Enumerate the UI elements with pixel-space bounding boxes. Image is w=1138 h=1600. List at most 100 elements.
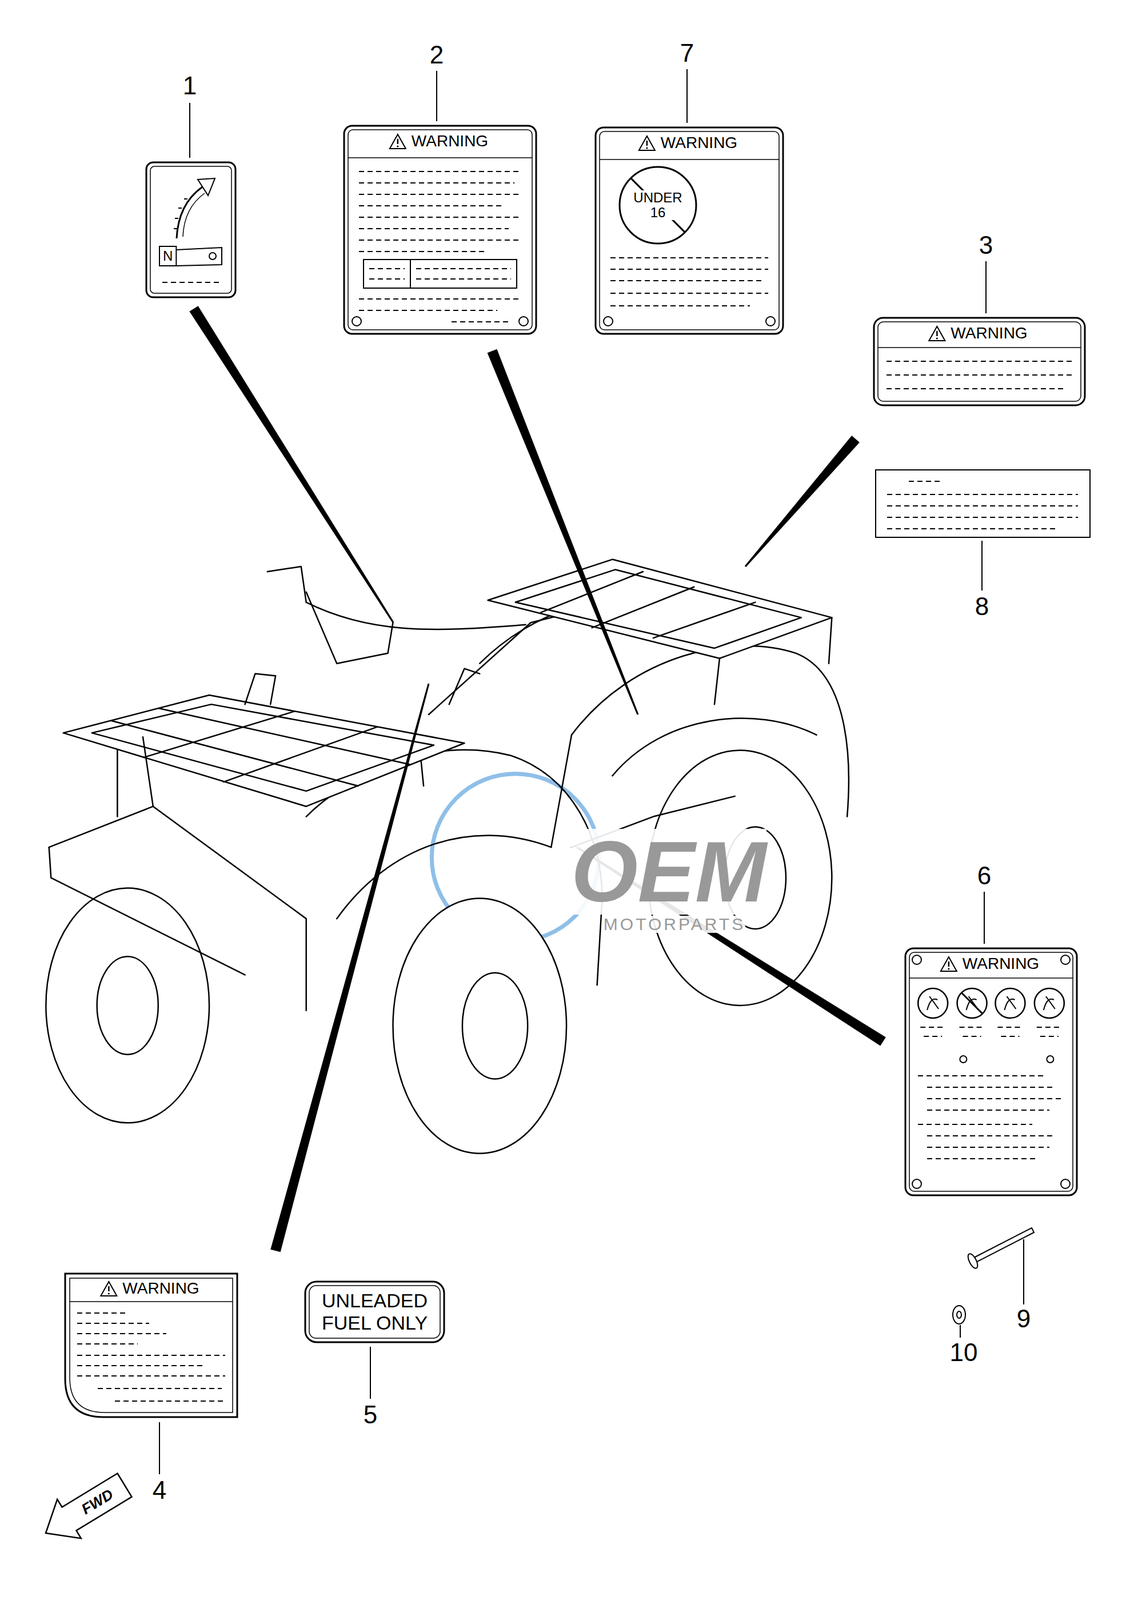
drawing-stroke [178, 207, 182, 209]
drawing-stroke [917, 1075, 1044, 1077]
drawing-stroke [927, 1109, 1050, 1111]
label-outline [145, 161, 237, 299]
drawing-stroke [905, 948, 1077, 1196]
drawing-stroke [77, 1332, 167, 1335]
callout-line [985, 261, 987, 314]
drawing-stroke [995, 988, 1025, 1018]
drawing-stroke [599, 158, 780, 161]
callout-number: 10 [949, 1339, 978, 1365]
drawing-stroke [887, 493, 1078, 495]
drawing-stroke [912, 1179, 922, 1189]
drawing-stroke [540, 571, 756, 638]
drawing-stroke [959, 1026, 985, 1028]
drawing-stroke [927, 1086, 1056, 1088]
drawing-stroke [358, 250, 486, 253]
label-text: UNLEADED FUEL ONLY [313, 1289, 437, 1335]
drawing-stroke [886, 374, 1073, 376]
drawing-stroke [358, 182, 515, 184]
drawing-stroke [92, 704, 434, 792]
drawing-stroke [69, 1278, 233, 1413]
drawing-stroke [917, 988, 948, 1018]
drawing-stroke [1043, 996, 1056, 1010]
drawing-stroke [146, 162, 236, 298]
drawing-stroke [973, 1227, 1034, 1263]
drawing-stroke [358, 298, 522, 300]
callout-number: 2 [429, 42, 444, 68]
warning-heading: WARNING [950, 324, 1028, 343]
callout-number: 6 [977, 863, 992, 889]
leader-lines [45, 69, 1090, 1539]
drawing-stroke [348, 157, 533, 159]
drawing-stroke [927, 996, 939, 1010]
drawing-stroke [595, 127, 784, 334]
drawing-stroke [610, 280, 762, 282]
drawing-stroke [488, 559, 833, 659]
drawing-stroke [927, 1135, 1056, 1137]
drawing-stroke [69, 1300, 233, 1303]
callout-number: 1 [182, 73, 197, 99]
leader-wedge [189, 305, 394, 624]
callout-line [369, 1346, 371, 1399]
drawing-stroke [49, 806, 307, 1011]
drawing-stroke [65, 1273, 238, 1417]
drawing-stroke [610, 305, 750, 307]
label-outline [594, 126, 785, 335]
drawing-stroke [396, 145, 399, 147]
drawing-stroke [358, 216, 522, 218]
drawing-stroke [619, 166, 697, 244]
forward-arrow [45, 1473, 133, 1539]
drawing-stroke [518, 316, 529, 326]
drawing-stroke [1000, 1035, 1020, 1037]
drawing-stroke [63, 695, 465, 807]
drawing-stroke [449, 668, 481, 705]
drawing-stroke [358, 228, 509, 230]
drawing-stroke [940, 956, 957, 972]
drawing-stroke [77, 1343, 138, 1345]
drawing-stroke [77, 1312, 127, 1314]
drawing-stroke [416, 268, 511, 270]
drawing-stroke [358, 193, 522, 195]
drawing-stroke [305, 1281, 445, 1343]
label-outline [904, 947, 1078, 1197]
watermark: OEM [571, 828, 767, 915]
warning-label: WARNINGUNDER 16 [594, 126, 785, 335]
callout-number: 5 [363, 1402, 378, 1428]
drawing-stroke [176, 247, 222, 266]
drawing-stroke [305, 1281, 445, 1343]
age-warning-circle: UNDER 16 [617, 165, 698, 246]
drawing-stroke [45, 888, 210, 1124]
warning-label: WARNING [904, 947, 1078, 1197]
drawing-stroke [936, 330, 938, 337]
drawing-stroke [358, 170, 522, 173]
drawing-stroke [397, 138, 399, 145]
drawing-stroke [363, 259, 517, 289]
drawing-stroke [599, 131, 780, 330]
rivet [965, 1227, 1034, 1270]
drawing-stroke [887, 516, 1078, 518]
drawing-stroke [111, 708, 411, 786]
drawing-stroke [358, 239, 522, 241]
drawing-stroke [173, 228, 178, 230]
drawing-stroke [595, 127, 784, 334]
drawing-stroke [610, 292, 769, 294]
drawing-stroke [1040, 1035, 1059, 1037]
drawing-stroke [927, 1146, 1050, 1148]
drawing-stroke [1046, 1055, 1054, 1063]
drawing-stroke [267, 566, 307, 602]
drawing-stroke [97, 956, 159, 1054]
leader-wedge [270, 683, 430, 1253]
drawing-stroke [948, 961, 950, 967]
drawing-stroke [392, 897, 567, 1153]
drawing-stroke [65, 1273, 238, 1417]
drawing-stroke [209, 252, 217, 260]
label-text: N [162, 249, 173, 263]
drawing-stroke [1060, 1179, 1070, 1189]
drawing-stroke [309, 1285, 441, 1339]
drawing-stroke [416, 278, 511, 280]
drawing-stroke [114, 1400, 226, 1402]
callout-line [983, 891, 985, 944]
drawing-stroke [108, 1292, 110, 1295]
drawing-stroke [610, 268, 769, 270]
drawing-stroke [352, 316, 362, 326]
drawing-stroke [875, 469, 1090, 538]
